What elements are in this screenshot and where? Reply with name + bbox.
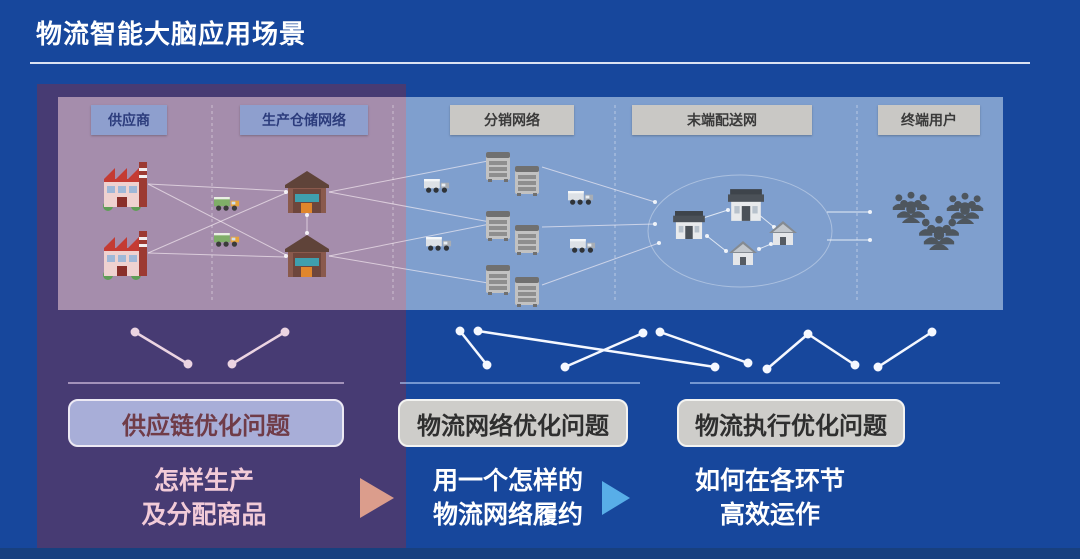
title-underline	[30, 62, 1030, 64]
question-line: 怎样生产	[153, 467, 254, 495]
storage-rack-icon	[515, 225, 539, 255]
storage-rack-icon	[486, 211, 510, 241]
logistics-network-panel: 供应商 生产仓储网络 分销网络 末端配送网 终端用户	[58, 97, 1003, 310]
connection-lines	[147, 160, 870, 288]
section-label-last-mile: 末端配送网	[632, 105, 812, 135]
store-icon	[673, 211, 705, 239]
warehouse-icon	[285, 171, 329, 213]
question-logistics-network: 用一个怎样的 物流网络履约	[388, 464, 628, 532]
arrow-right-icon	[360, 478, 394, 518]
factory-icon	[103, 231, 147, 280]
mapping-lines-right	[455, 326, 937, 374]
problem-box-supply-chain: 供应链优化问题	[68, 399, 344, 447]
question-line: 物流网络履约	[432, 501, 583, 529]
warehouse-icon	[285, 235, 329, 277]
truck-icon	[214, 233, 240, 247]
truck-icon	[426, 237, 452, 251]
storage-rack-icon	[486, 265, 510, 295]
truck-icon	[214, 197, 240, 211]
house-icon	[769, 221, 797, 245]
house-icon	[729, 241, 757, 265]
page-title: 物流智能大脑应用场景	[36, 19, 307, 49]
truck-icon	[424, 179, 450, 193]
storage-rack-icon	[486, 152, 510, 182]
section-label-production-warehouse: 生产仓储网络	[240, 105, 368, 135]
section-label-distribution: 分销网络	[450, 105, 574, 135]
question-supply-chain: 怎样生产 及分配商品	[84, 464, 324, 532]
factory-icon	[103, 162, 147, 211]
bottom-edge-strip	[0, 548, 1080, 559]
crowd-icon	[892, 191, 930, 223]
question-line: 高效运作	[719, 501, 820, 529]
arrow-right-icon	[602, 481, 630, 515]
problem-box-logistics-execution: 物流执行优化问题	[677, 399, 905, 447]
problem-box-logistics-network: 物流网络优化问题	[398, 399, 628, 447]
store-icon	[728, 189, 764, 221]
network-diagram	[103, 105, 984, 307]
storage-rack-icon	[515, 166, 539, 196]
truck-icon	[568, 191, 594, 205]
question-line: 及分配商品	[141, 501, 267, 529]
section-label-end-users: 终端用户	[878, 105, 980, 135]
storage-rack-icon	[515, 277, 539, 307]
question-line: 用一个怎样的	[432, 467, 583, 495]
truck-icon	[570, 239, 596, 253]
crowd-icon	[919, 215, 959, 250]
question-logistics-execution: 如何在各环节 高效运作	[650, 464, 890, 532]
section-label-suppliers: 供应商	[91, 105, 167, 135]
question-line: 如何在各环节	[694, 467, 845, 495]
